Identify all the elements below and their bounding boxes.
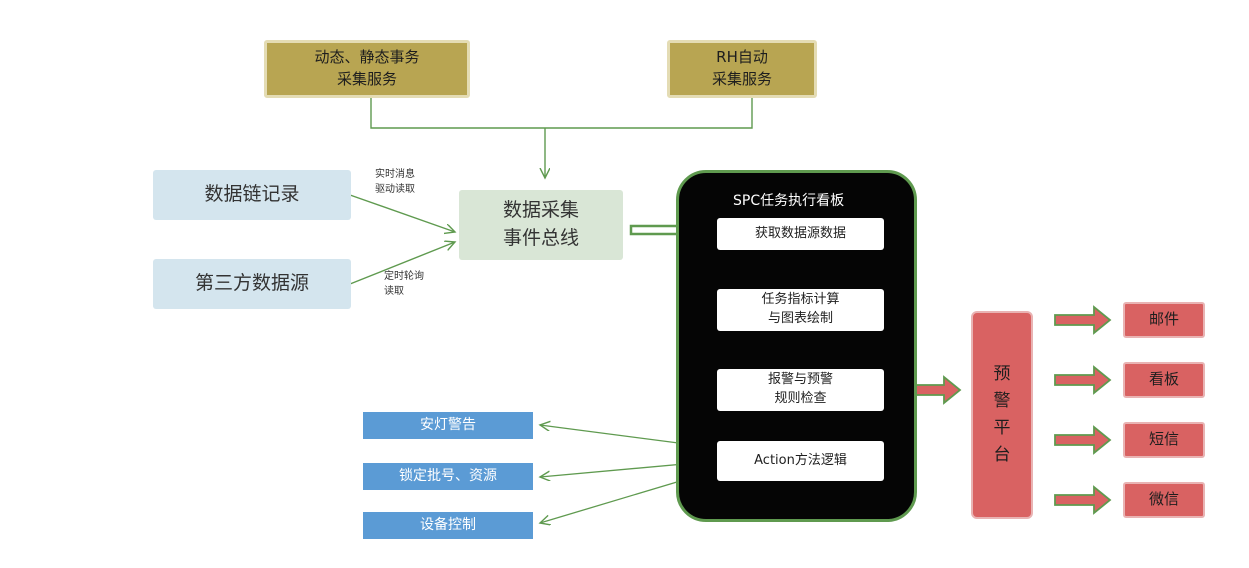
action-lock-batch-resource: 锁定批号、资源 (363, 463, 533, 490)
channel-sms: 短信 (1123, 422, 1205, 458)
data-chain-record-label: 数据链记录 (204, 183, 300, 206)
channel-mail: 邮件 (1123, 302, 1205, 338)
action-andon-warning-label: 安灯警告 (420, 417, 476, 434)
data-chain-record-box: 数据链记录 (153, 170, 351, 220)
alert-to-board-arrow (1054, 365, 1112, 395)
step-fetch-source-data-label: 获取数据源数据 (754, 225, 846, 241)
channel-wechat-label: 微信 (1148, 490, 1179, 509)
third-party-source-label: 第三方数据源 (194, 272, 309, 295)
rh-auto-collection-service: RH自动 采集服务 (667, 40, 817, 98)
third-party-source-box: 第三方数据源 (153, 259, 351, 309)
chain-to-bus-line (349, 194, 455, 232)
step-metric-calculation-label: 任务指标计算 与图表绘制 (761, 292, 840, 326)
action-equipment-control-label: 设备控制 (420, 517, 476, 534)
step-alarm-rule-check-label: 报警与预警 规则检查 (767, 372, 833, 406)
rh-auto-collection-label: RH自动 采集服务 (711, 48, 772, 88)
step-metric-calculation: 任务指标计算 与图表绘制 (717, 289, 884, 331)
alert-to-wechat-arrow (1054, 485, 1112, 515)
alert-platform-box: 预 警 平 台 (971, 311, 1033, 519)
channel-mail-label: 邮件 (1148, 310, 1179, 329)
channel-wechat: 微信 (1123, 482, 1205, 518)
alert-platform-label: 预 警 平 台 (993, 363, 1011, 466)
action-andon-warning: 安灯警告 (363, 412, 533, 439)
channel-sms-label: 短信 (1148, 430, 1179, 449)
step-fetch-source-data: 获取数据源数据 (717, 218, 884, 250)
polling-read-label: 定时轮询 读取 (384, 271, 424, 297)
event-bus-label: 数据采集 事件总线 (502, 199, 579, 249)
merge-connector-top (370, 97, 753, 178)
channel-board: 看板 (1123, 362, 1205, 398)
realtime-read-label: 实时消息 驱动读取 (375, 169, 415, 195)
action-equipment-control: 设备控制 (363, 512, 533, 539)
step-action-method-logic-label: Action方法逻辑 (754, 452, 847, 468)
spc-board-title: SPC任务执行看板 (733, 193, 845, 209)
data-collection-event-bus: 数据采集 事件总线 (459, 190, 623, 260)
static-dynamic-collection-label: 动态、静态事务 采集服务 (314, 48, 420, 88)
action-lock-batch-resource-label: 锁定批号、资源 (399, 468, 497, 485)
channel-board-label: 看板 (1148, 370, 1179, 389)
alert-to-sms-arrow (1054, 425, 1112, 455)
thirdparty-to-bus-line (349, 242, 455, 285)
static-dynamic-collection-service: 动态、静态事务 采集服务 (264, 40, 470, 98)
alert-to-mail-arrow (1054, 305, 1112, 335)
step-action-method-logic: Action方法逻辑 (717, 441, 884, 481)
step-alarm-rule-check: 报警与预警 规则检查 (717, 369, 884, 411)
